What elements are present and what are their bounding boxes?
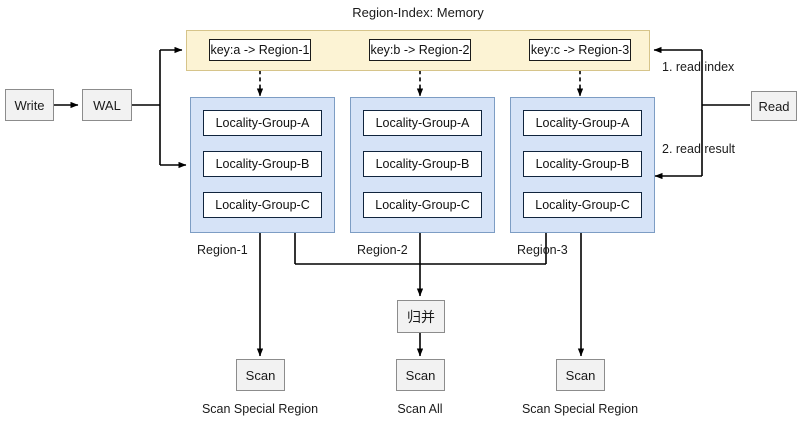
read-node[interactable]: Read	[751, 91, 797, 121]
index-entry-key-c[interactable]: key:c -> Region-3	[529, 39, 631, 61]
scan-node-1[interactable]: Scan	[236, 359, 285, 391]
index-entry-key-b[interactable]: key:b -> Region-2	[369, 39, 471, 61]
index-entry-key-a[interactable]: key:a -> Region-1	[209, 39, 311, 61]
read-result-step-label: 2. read result	[662, 142, 735, 156]
scan-node-2[interactable]: Scan	[396, 359, 445, 391]
read-index-step-label: 1. read index	[662, 60, 735, 74]
wal-node[interactable]: WAL	[82, 89, 132, 121]
region-1-locality-group-a[interactable]: Locality-Group-A	[203, 110, 322, 136]
region-3-locality-group-b[interactable]: Locality-Group-B	[523, 151, 642, 177]
region-3-locality-group-a[interactable]: Locality-Group-A	[523, 110, 642, 136]
region-2-locality-group-b[interactable]: Locality-Group-B	[363, 151, 482, 177]
write-node[interactable]: Write	[5, 89, 54, 121]
region-2-locality-group-a[interactable]: Locality-Group-A	[363, 110, 482, 136]
region-1-locality-group-b[interactable]: Locality-Group-B	[203, 151, 322, 177]
scan-caption-2: Scan All	[397, 402, 443, 416]
region-2-locality-group-c[interactable]: Locality-Group-C	[363, 192, 482, 218]
scan-node-3[interactable]: Scan	[556, 359, 605, 391]
page-title: Region-Index: Memory	[352, 5, 484, 20]
region-1-locality-group-c[interactable]: Locality-Group-C	[203, 192, 322, 218]
region-2-label: Region-2	[357, 243, 408, 257]
scan-caption-1: Scan Special Region	[201, 402, 319, 416]
region-1-label: Region-1	[197, 243, 248, 257]
scan-caption-3: Scan Special Region	[521, 402, 639, 416]
merge-node[interactable]: 归并	[397, 300, 445, 333]
region-3-locality-group-c[interactable]: Locality-Group-C	[523, 192, 642, 218]
region-3-label: Region-3	[517, 243, 568, 257]
